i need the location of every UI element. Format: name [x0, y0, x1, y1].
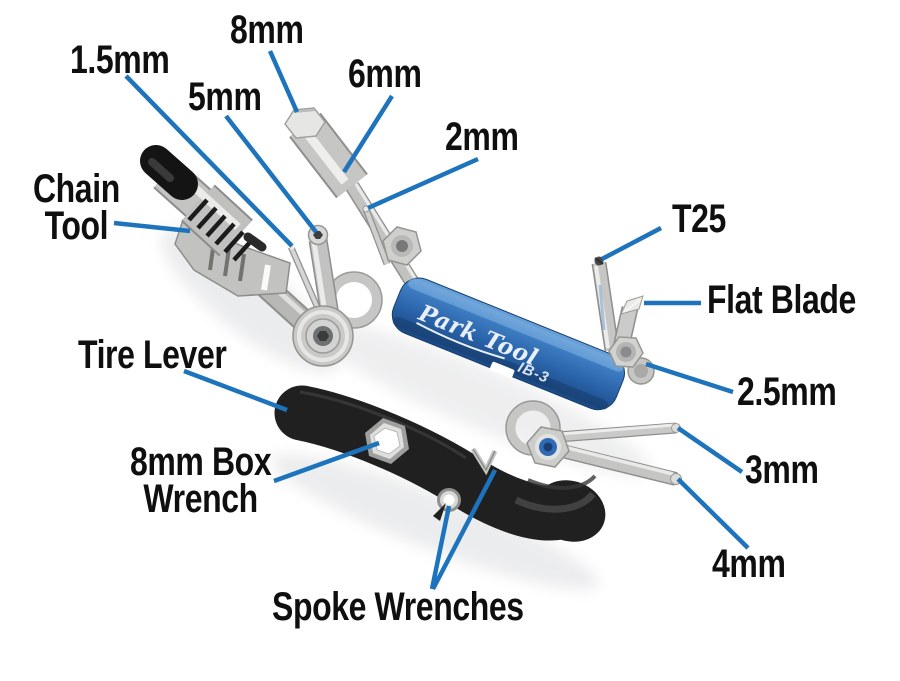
leader-spoke-wrench-1 [429, 505, 452, 590]
leader-2-5mm [645, 361, 734, 395]
label-4mm: 4mm [712, 542, 786, 586]
spoke-wrench-notch-edge [472, 448, 496, 472]
tire-lever-scoop-ridge [514, 491, 596, 513]
label-2mm: 2mm [445, 115, 519, 159]
left-stack-washer-highlight [297, 310, 349, 362]
label-box-wrench-line2: Wrench [143, 476, 258, 521]
chain-tool-pin [243, 232, 267, 252]
tire-lever [274, 385, 606, 542]
leader-4mm [676, 477, 750, 550]
label-chain-tool-line1: Chain [32, 167, 120, 211]
box-wrench-hole [373, 427, 401, 455]
hex-key-4mm-highlight [555, 443, 674, 476]
leader-1-5mm [124, 74, 294, 248]
lower-pivot-bolt-center [543, 442, 553, 452]
hex-key-3mm-highlight [559, 423, 675, 436]
label-chain-tool: Chain Tool [30, 167, 123, 248]
chain-tool-screw-coil [187, 198, 254, 262]
leader-3mm [676, 426, 744, 474]
hex-key-6mm [346, 182, 418, 286]
label-6mm: 6mm [348, 52, 422, 96]
label-3mm: 3mm [745, 448, 819, 492]
label-2-5mm: 2.5mm [737, 370, 837, 414]
label-tire-lever: Tire Lever [78, 333, 227, 377]
left-stack-bolt-hex [317, 331, 329, 341]
leader-6mm [342, 94, 394, 174]
leader-2mm [367, 156, 479, 211]
right-pivot-nut-center [620, 346, 632, 358]
leader-5mm [224, 114, 318, 234]
spoke-wrench-hole [443, 494, 455, 506]
tool-body-notch [489, 361, 515, 378]
label-1-5mm: 1.5mm [70, 38, 170, 82]
label-box-wrench: 8mm Box Wrench [127, 440, 274, 521]
brand-logo-underline [416, 322, 505, 360]
hex-key-2mm [362, 205, 391, 266]
chain-tool-slot-2 [223, 247, 231, 277]
leader-tire-lever [183, 368, 288, 413]
leader-chain-tool [113, 220, 191, 234]
spoke-wrench-slot [433, 503, 446, 521]
right-pivot-and-keys [608, 336, 655, 385]
tire-lever-edge-sheen [299, 390, 467, 460]
leader-t25 [600, 226, 663, 261]
right-washer-center [634, 364, 648, 378]
tool-body-bottom-shade [392, 316, 609, 410]
left-pivot-nut-center [396, 240, 408, 252]
label-8mm: 8mm [230, 8, 304, 52]
hex-key-5mm-socket-hex [313, 231, 323, 239]
leader-spoke-wrench-2 [431, 468, 497, 591]
t25-torx-groove [594, 257, 604, 265]
t25-key-blue-reflection [598, 284, 606, 331]
label-5mm: 5mm [188, 75, 262, 119]
leader-lines [113, 50, 750, 591]
leader-box-wrench [273, 440, 380, 484]
chain-tool-slot-3 [238, 253, 246, 282]
label-chain-tool-line2: Tool [44, 203, 109, 248]
label-t25: T25 [672, 197, 726, 241]
left-pivot-and-keys [288, 224, 422, 367]
hex-key-3mm [557, 423, 677, 442]
hex-key-4mm [552, 443, 678, 485]
lower-pivot-and-keys [505, 400, 682, 486]
tool-body-top-bevel [408, 278, 625, 372]
chain-tool-knob-highlight [148, 158, 174, 182]
chain-tool-jaw-gap [261, 264, 271, 291]
chain-tool [140, 145, 327, 343]
tire-lever-body [274, 385, 588, 541]
leader-8mm [267, 50, 300, 113]
flat-blade-tip-highlight [623, 298, 642, 313]
label-flat-blade: Flat Blade [707, 278, 856, 322]
label-spoke-wrenches: Spoke Wrenches [272, 585, 524, 629]
tool-body: Park Tool IB-3 [391, 277, 625, 411]
tire-lever-scoop-ridge-2 [527, 474, 597, 490]
shadow-tire-lever [271, 454, 599, 590]
t25-key [593, 262, 618, 351]
label-box-wrench-line1: 8mm Box [129, 440, 272, 484]
hex-key-2mm-shaft [363, 208, 390, 265]
